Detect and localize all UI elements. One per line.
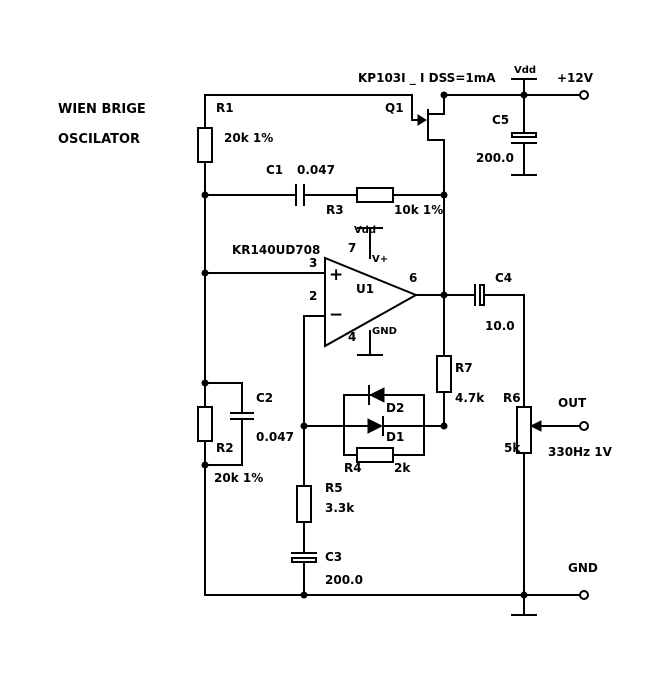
u1-pin2-label: 2: [309, 289, 317, 303]
r1-label: R1: [216, 101, 234, 115]
c5-value: 200.0: [476, 151, 514, 165]
r6-value: 5k: [504, 441, 521, 455]
c4-label: C4: [495, 271, 512, 285]
ground-bars: [357, 78, 537, 616]
q1-label: Q1: [385, 101, 404, 115]
u1-part-label: KR140UD708: [232, 243, 320, 257]
u1-pin7-label: 7: [348, 241, 356, 255]
capacitor-c3: [291, 552, 317, 563]
c1-value: 0.047: [297, 163, 335, 177]
u1-plus-sign: +: [329, 265, 343, 285]
r3-value: 10k 1%: [394, 203, 443, 217]
u1-pin6-label: 6: [409, 271, 417, 285]
r2-value: 20k 1%: [214, 471, 263, 485]
out-spec-label: 330Hz 1V: [548, 445, 613, 459]
capacitor-c4: [474, 284, 485, 306]
out-label: OUT: [558, 396, 587, 410]
c1-label: C1: [266, 163, 283, 177]
u1-gnd-label: GND: [372, 326, 397, 337]
resistor-r5: [296, 485, 312, 523]
r7-value: 4.7k: [455, 391, 485, 405]
d2-label: D2: [386, 401, 404, 415]
r4-value: 2k: [394, 461, 411, 475]
junction-dots: [201, 91, 528, 599]
out-terminal: [579, 421, 589, 431]
resistor-r2: [197, 406, 213, 442]
c3-label: C3: [325, 550, 342, 564]
diode-d2: [343, 385, 425, 427]
jfet-q1: [411, 94, 445, 151]
c2-label: C2: [256, 391, 273, 405]
c3-value: 200.0: [325, 573, 363, 587]
resistor-r4-branch: [343, 425, 425, 456]
gnd-label: GND: [568, 561, 598, 575]
wires: [204, 94, 581, 616]
r1-value: 20k 1%: [224, 131, 273, 145]
u1-pin4-label: 4: [348, 330, 356, 344]
c2-value: 0.047: [256, 430, 294, 444]
resistor-r6: [516, 406, 532, 454]
r6-wiper-arrow: [529, 420, 542, 432]
diode-d1: [343, 416, 425, 436]
r3-label: R3: [326, 203, 344, 217]
capacitor-c1: [295, 184, 305, 206]
u1-label: U1: [356, 282, 374, 296]
supply-voltage-label: +12V: [557, 71, 594, 85]
title-line2: OSCILATOR: [58, 132, 140, 147]
u1-vdd-label: Vdd: [354, 225, 376, 236]
u1-pin3-label: 3: [309, 256, 317, 270]
c4-value: 10.0: [485, 319, 515, 333]
d1-label: D1: [386, 430, 404, 444]
resistor-r7: [436, 355, 452, 393]
c5-label: C5: [492, 113, 509, 127]
title-line1: WIEN BRIGE: [58, 102, 146, 117]
capacitor-c2: [230, 412, 254, 420]
q1-part-label: KP103I _ I DSS=1mA: [358, 71, 496, 86]
u1-minus-sign: −: [329, 305, 343, 325]
resistor-r4: [356, 447, 394, 463]
r6-label: R6: [503, 391, 521, 405]
u1-vplus-label: V+: [372, 254, 388, 265]
capacitor-c5: [511, 132, 537, 144]
r5-value: 3.3k: [325, 501, 355, 515]
r5-label: R5: [325, 481, 343, 495]
vdd-terminal: [579, 90, 589, 100]
resistor-r3: [356, 187, 394, 203]
vdd-label-top: Vdd: [514, 65, 536, 76]
opamp-u1: [324, 256, 419, 348]
gnd-terminal: [579, 590, 589, 600]
r7-label: R7: [455, 361, 473, 375]
r4-label: R4: [344, 461, 362, 475]
resistor-r1: [197, 127, 213, 163]
r2-label: R2: [216, 441, 234, 455]
